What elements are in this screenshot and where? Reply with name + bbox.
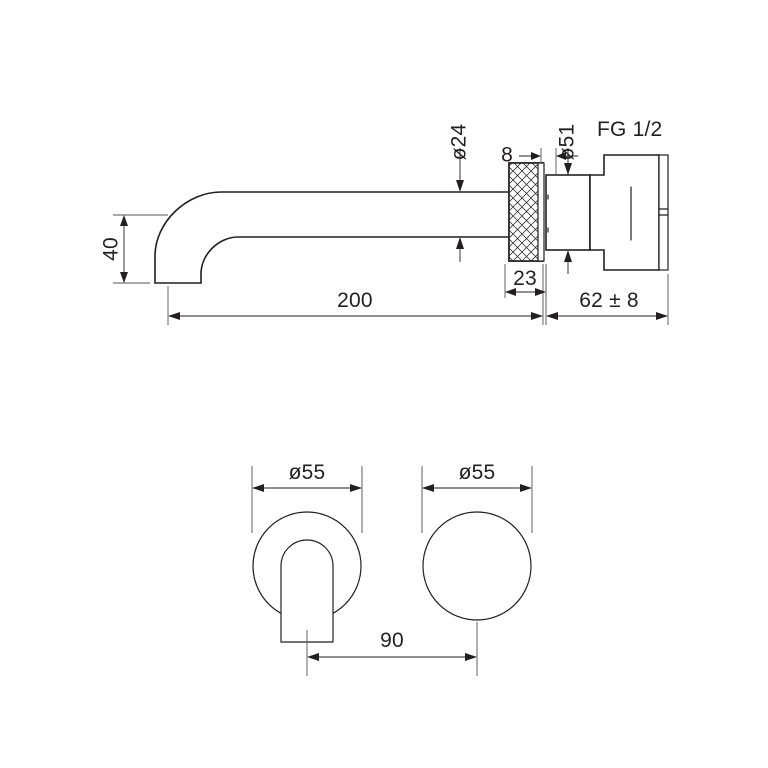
dimension-spout-projection-label: 200	[337, 289, 373, 312]
dimension-spout-drop-label: 40	[100, 237, 123, 261]
dimension-spout-projection: 200	[167, 264, 544, 325]
front-elevation-view: ø55 ø55 90	[251, 461, 533, 676]
dimension-flange-diameter: ø51	[556, 124, 579, 274]
handle-escutcheon	[422, 511, 532, 621]
dimension-spout-drop: 40	[100, 214, 168, 284]
dimension-spout-diameter: ø24	[448, 123, 471, 262]
spout-escutcheon	[252, 511, 362, 643]
dimension-spout-plate-diameter-label: ø55	[289, 461, 326, 484]
dimension-knurl-width-label: 8	[501, 144, 513, 167]
side-elevation-view: ø24 8 ø51 FG 1/2	[100, 118, 669, 325]
dimension-body-length-label: 23	[513, 267, 537, 290]
dimension-wall-depth: 62 ± 8	[545, 264, 669, 325]
dimension-flange-diameter-label: ø51	[556, 124, 579, 161]
dimension-body-length: 23	[504, 264, 547, 298]
note-thread-spec: FG 1/2	[597, 118, 662, 141]
body-block	[589, 154, 669, 271]
spout-outline	[154, 191, 512, 284]
dimension-spout-plate-diameter: ø55	[251, 461, 363, 533]
dimension-knurl-width: 8	[501, 144, 578, 176]
flange-neck	[545, 174, 591, 251]
dimension-handle-plate-diameter: ø55	[421, 461, 533, 533]
note-thread-spec-label: FG 1/2	[597, 118, 662, 141]
dimension-centre-spacing: 90	[306, 622, 478, 676]
dimension-spout-diameter-label: ø24	[448, 123, 471, 160]
dimension-handle-plate-diameter-label: ø55	[459, 461, 496, 484]
dimension-centre-spacing-label: 90	[380, 629, 404, 652]
knurled-collar	[508, 162, 545, 262]
dimension-wall-depth-label: 62 ± 8	[579, 289, 638, 312]
